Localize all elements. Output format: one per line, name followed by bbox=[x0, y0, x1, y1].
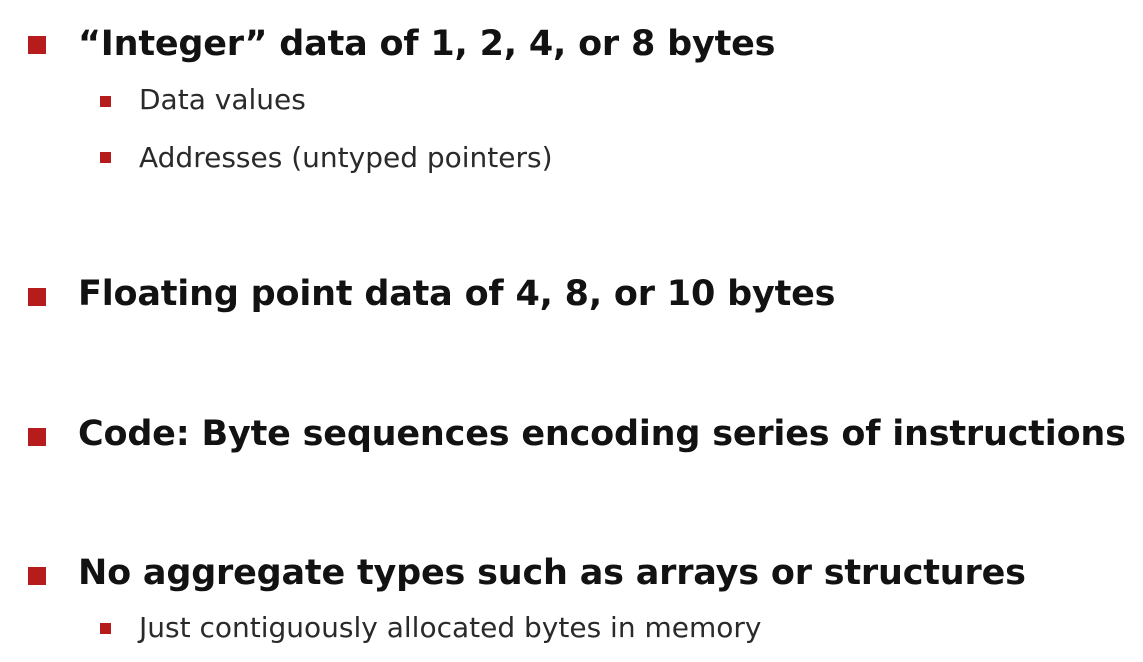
bullet-marker-icon bbox=[28, 428, 46, 446]
sub-bullet-data-values: Data values bbox=[139, 83, 306, 116]
sub-bullet-addresses: Addresses (untyped pointers) bbox=[139, 141, 553, 174]
sub-bullet-marker-icon bbox=[100, 96, 111, 107]
sub-bullet-marker-icon bbox=[100, 623, 111, 634]
bullet-marker-icon bbox=[28, 36, 46, 54]
sub-bullet-marker-icon bbox=[100, 152, 111, 163]
bullet-marker-icon bbox=[28, 288, 46, 306]
sub-bullet-contiguous-bytes: Just contiguously allocated bytes in mem… bbox=[139, 611, 762, 644]
bullet-integer-data: “Integer” data of 1, 2, 4, or 8 bytes bbox=[78, 24, 776, 64]
bullet-marker-icon bbox=[28, 567, 46, 585]
bullet-code: Code: Byte sequences encoding series of … bbox=[78, 414, 1126, 454]
bullet-floating-point: Floating point data of 4, 8, or 10 bytes bbox=[78, 274, 836, 314]
bullet-no-aggregate-types: No aggregate types such as arrays or str… bbox=[78, 553, 1026, 593]
